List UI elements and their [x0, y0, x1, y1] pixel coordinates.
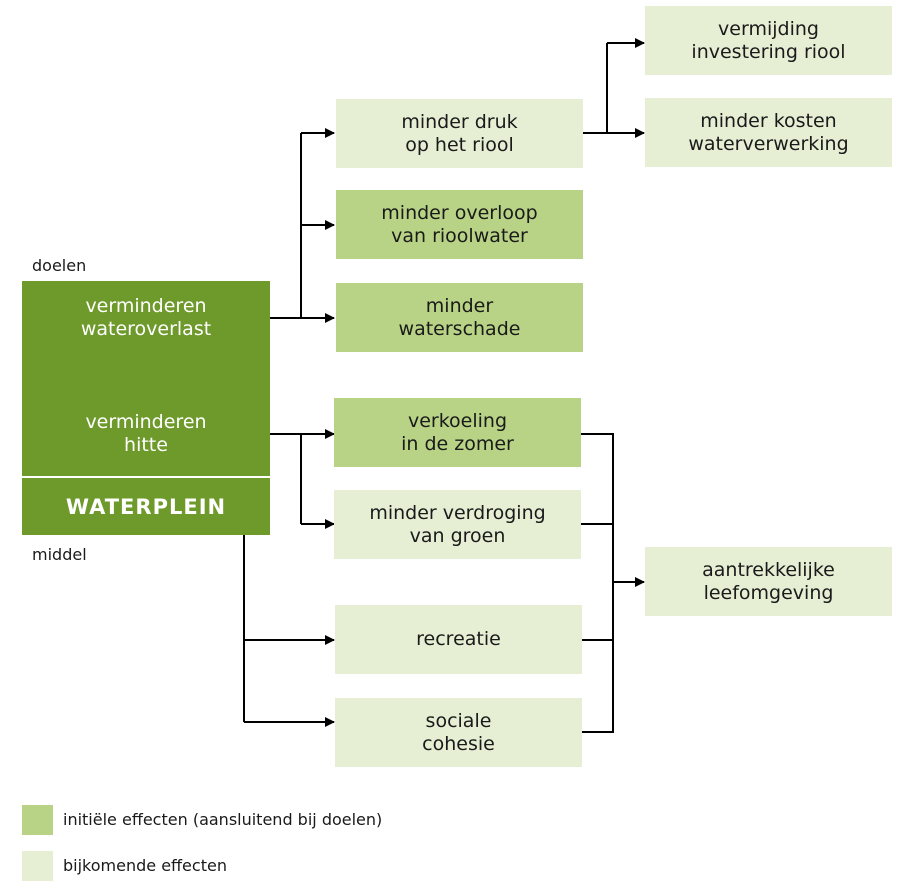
legend-label-initial: initiële effecten (aansluitend bij doele… — [63, 810, 383, 829]
waterplein-block — [22, 281, 270, 535]
legend-swatch-initial — [22, 805, 53, 835]
label-middel: middel — [32, 545, 87, 564]
effect-minder-overloop: minder overloop van rioolwater — [336, 190, 583, 259]
effect-minder-verdroging: minder verdroging van groen — [334, 490, 581, 559]
effect-minder-waterschade: minder waterschade — [336, 283, 583, 352]
legend-swatch-additional — [22, 851, 53, 881]
effect-aantrekkelijke-leefomgeving: aantrekkelijke leefomgeving — [645, 547, 892, 616]
means-waterplein: WATERPLEIN — [65, 494, 227, 519]
goal-verminderen-hitte: verminderen hitte — [85, 411, 207, 456]
effect-vermijding-investering: vermijding investering riool — [645, 6, 892, 75]
effect-recreatie: recreatie — [335, 605, 582, 674]
effect-minder-druk: minder druk op het riool — [336, 99, 583, 168]
legend-label-additional: bijkomende effecten — [63, 856, 227, 875]
label-doelen: doelen — [32, 256, 87, 275]
effect-verkoeling: verkoeling in de zomer — [334, 398, 581, 467]
waterplein-divider — [22, 476, 270, 478]
goal-verminderen-wateroverlast: verminderen wateroverlast — [80, 295, 212, 340]
effect-sociale-cohesie: sociale cohesie — [335, 698, 582, 767]
effect-minder-kosten: minder kosten waterverwerking — [645, 98, 892, 167]
